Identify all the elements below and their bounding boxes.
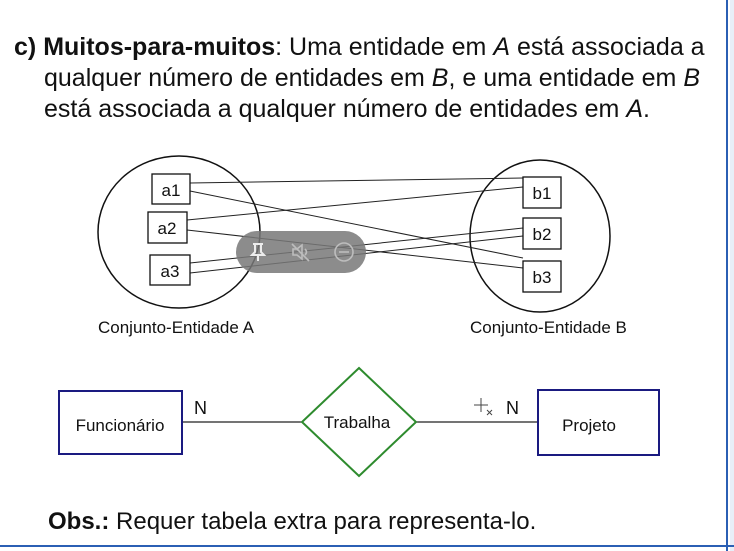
definition-line-3: está associada a qualquer número de enti… [14,94,726,125]
obs-label: Obs.: [48,508,110,535]
heading: Muitos-para-muitos [43,33,276,61]
relationship-label: Trabalha [324,413,391,432]
definition-line-2: qualquer número de entidades em B, e uma… [14,63,726,94]
element-b2: b2 [533,225,552,244]
element-a3: a3 [161,262,180,281]
line3-text-b: . [643,95,650,123]
element-a1: a1 [162,181,181,200]
entity-funcionario-label: Funcionário [76,416,165,435]
pin-icon[interactable] [246,240,270,264]
cardinality-left: N [194,398,207,418]
var-b: B [431,64,449,92]
relationship-diamond [300,366,418,478]
line2-text-a: qualquer número de entidades em [44,64,432,92]
line1-text-a: : Uma entidade em [275,33,494,61]
set-a-element: a1 [151,173,191,205]
mapping-line [189,190,524,259]
set-b-label: Conjunto-Entidade B [470,318,627,337]
line3-text-a: está associada a qualquer número de enti… [44,95,627,123]
item-prefix: c) [14,33,37,61]
mute-icon[interactable] [289,240,313,264]
definition-paragraph: c) Muitos-para-muitos: Uma entidade em A… [14,32,726,125]
line2-text-b: , e uma entidade em [448,64,684,92]
entity-projeto-label: Projeto [562,416,616,435]
var-a: A [493,33,510,61]
frame-border-right [726,0,728,551]
entity-funcionario-box [58,390,183,455]
set-b-ellipse [469,159,611,313]
cardinality-right: N [506,398,519,418]
set-b-element: b3 [522,260,562,293]
frame-strip-right [730,0,734,551]
set-a-element: a2 [147,211,188,244]
set-b-element: b1 [522,176,562,209]
mapping-line [186,186,524,221]
element-b3: b3 [533,268,552,287]
crosshair-cursor-icon [474,398,493,416]
minus-circle-icon[interactable] [332,240,356,264]
entity-projeto-box [537,389,660,456]
mapping-line [189,177,524,184]
var-a2: A [626,95,644,123]
var-b2: B [683,64,701,92]
frame-border-bottom [0,545,734,547]
observation-note: Obs.: Requer tabela extra para represent… [48,508,536,536]
obs-text: Requer tabela extra para representa-lo. [109,508,537,535]
set-a-element: a3 [149,254,191,286]
floating-toolbar [236,231,366,273]
element-a2: a2 [158,219,177,238]
definition-line-1: c) Muitos-para-muitos: Uma entidade em A… [14,32,726,63]
line1-text-b: está associada a [510,33,705,61]
set-b-element: b2 [522,217,562,250]
element-b1: b1 [533,184,552,203]
set-a-label: Conjunto-Entidade A [98,318,255,337]
